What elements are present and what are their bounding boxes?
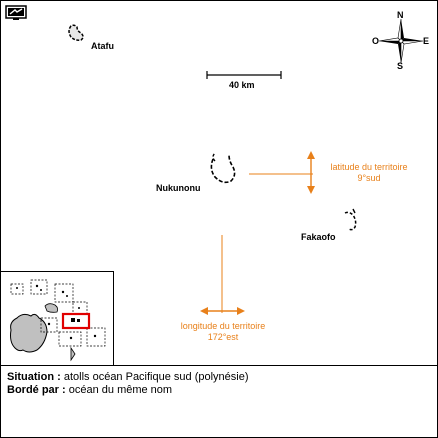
compass-east: E [423, 36, 430, 46]
border-row: Bordé par : océan du même nom [7, 384, 172, 396]
inset-map-drawing [10, 279, 106, 362]
longitude-indicator [200, 235, 245, 315]
latitude-note: latitude du territoire 9°sud [319, 162, 419, 184]
longitude-note-line2: 172°est [207, 332, 239, 342]
map-canvas [68, 18, 424, 315]
scale-label: 40 km [229, 80, 255, 90]
atoll-label-atafu: Atafu [91, 41, 114, 51]
atafu-atoll-shape [68, 24, 84, 41]
latitude-note-line2: 9°sud [357, 173, 381, 183]
fakaofo-atoll-shape [344, 208, 357, 231]
situation-value: atolls océan Pacifique sud (polynésie) [63, 371, 249, 383]
atoll-label-nukunonu: Nukunonu [156, 183, 201, 193]
nukunonu-atoll-shape [210, 152, 236, 184]
compass-south: S [397, 61, 404, 71]
inset-locator-map [1, 271, 114, 366]
compass-west: O [372, 36, 380, 46]
atoll-label-fakaofo: Fakaofo [301, 232, 336, 242]
compass-north: N [397, 10, 404, 20]
longitude-note-line1: longitude du territoire [180, 321, 266, 331]
situation-row: Situation : atolls océan Pacifique sud (… [7, 371, 249, 383]
latitude-note-line1: latitude du territoire [330, 162, 408, 172]
border-label: Bordé par : [7, 384, 66, 396]
inset-highlight-box [61, 312, 91, 330]
latitude-indicator [249, 151, 315, 194]
legend-panel: Situation : atolls océan Pacifique sud (… [1, 365, 437, 437]
compass-rose-icon [378, 18, 424, 64]
situation-label: Situation : [7, 371, 61, 383]
screen-icon[interactable] [5, 5, 27, 21]
scale-bar [206, 71, 282, 79]
border-value: océan du même nom [68, 384, 173, 396]
longitude-note: longitude du territoire 172°est [171, 321, 275, 343]
